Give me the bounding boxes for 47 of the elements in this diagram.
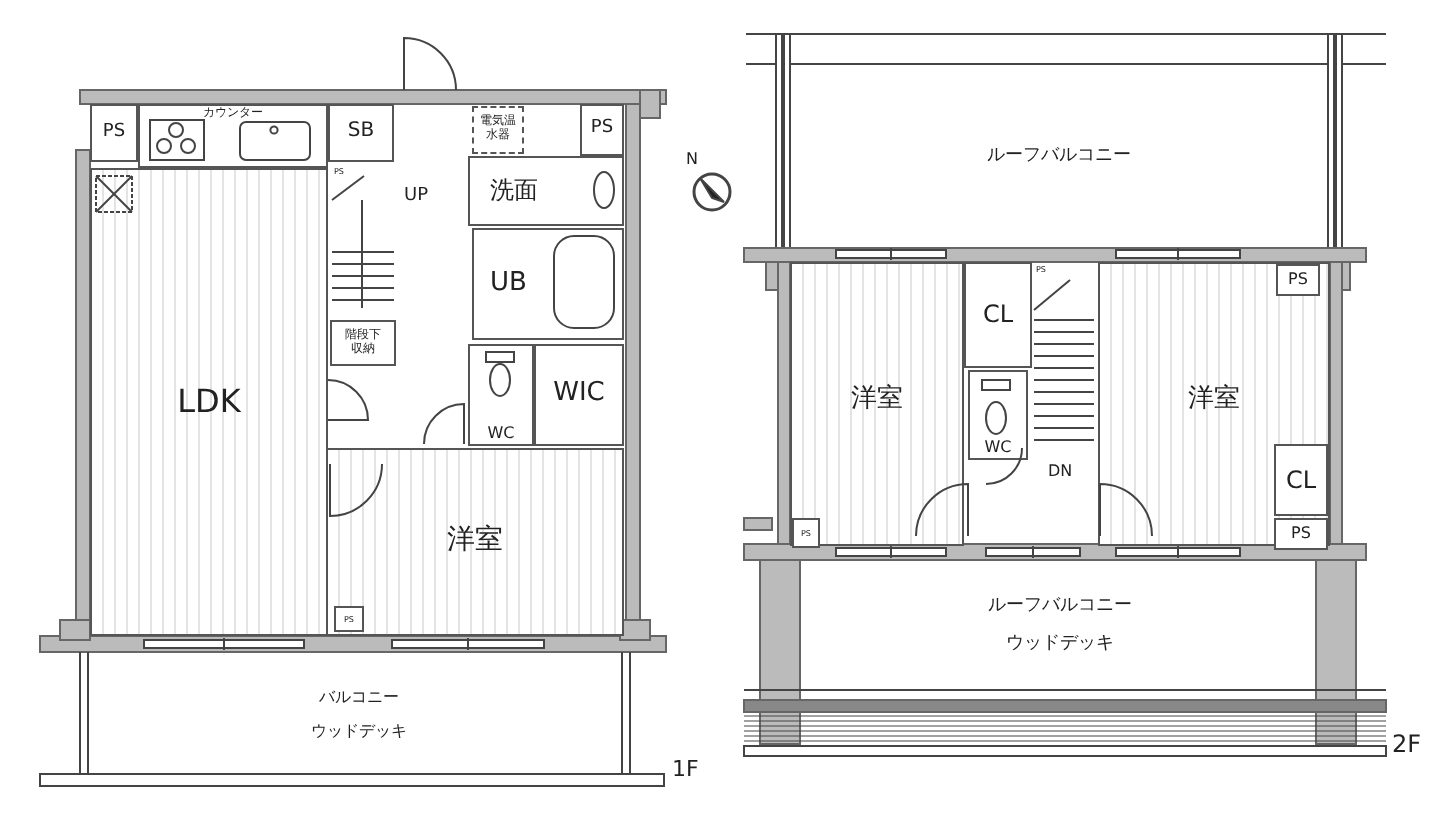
- storage-space: [792, 518, 820, 548]
- closet: [1274, 444, 1328, 516]
- room-label: PS: [1288, 270, 1308, 290]
- floor-label: 2F: [1392, 732, 1422, 756]
- room-label: バルコニー: [319, 685, 399, 710]
- room-label: CL: [982, 300, 1014, 330]
- shoe-cabinet: [328, 104, 394, 162]
- storage-space: [580, 104, 624, 156]
- room-label: SB: [347, 120, 375, 146]
- storage-space: [90, 104, 138, 162]
- room: [326, 448, 624, 636]
- room-label: LDK: [177, 382, 241, 422]
- room-label: PS: [102, 121, 126, 145]
- room-label: 洋室: [447, 524, 503, 560]
- north-label: N: [686, 152, 698, 168]
- stair-direction-label: DN: [1048, 464, 1073, 480]
- room-label: WIC: [553, 378, 605, 412]
- storage-space: [1274, 518, 1328, 550]
- room: [468, 156, 624, 226]
- room: [968, 370, 1028, 460]
- stair-direction-label: UP: [404, 188, 429, 206]
- floor-label: 1F: [672, 758, 699, 780]
- room: [1098, 262, 1330, 546]
- room-label: ルーフバルコニー: [988, 594, 1132, 621]
- room-label: ウッドデッキ: [311, 719, 407, 743]
- storage-space: [334, 606, 364, 632]
- room: [534, 344, 624, 446]
- room-label: PS: [1291, 524, 1311, 544]
- room-label: WC: [487, 424, 515, 444]
- room-label: WC: [984, 438, 1012, 458]
- room: [90, 168, 328, 636]
- room-label: CL: [1285, 465, 1317, 495]
- room-label: PS: [590, 118, 614, 142]
- room: [468, 344, 534, 446]
- room-label: 洗面: [490, 176, 538, 206]
- room: [472, 228, 624, 340]
- room-label: UB: [490, 267, 527, 301]
- room-label: ルーフバルコニー: [987, 144, 1131, 171]
- counter: [138, 104, 328, 168]
- room: [790, 262, 964, 546]
- storage-space: [1276, 264, 1320, 296]
- storage-space: [330, 320, 396, 366]
- water-heater: [472, 106, 524, 154]
- room-label: 洋室: [851, 384, 903, 417]
- room-label: ウッドデッキ: [1006, 632, 1114, 658]
- closet: [964, 262, 1032, 368]
- room-label: 洋室: [1188, 384, 1240, 417]
